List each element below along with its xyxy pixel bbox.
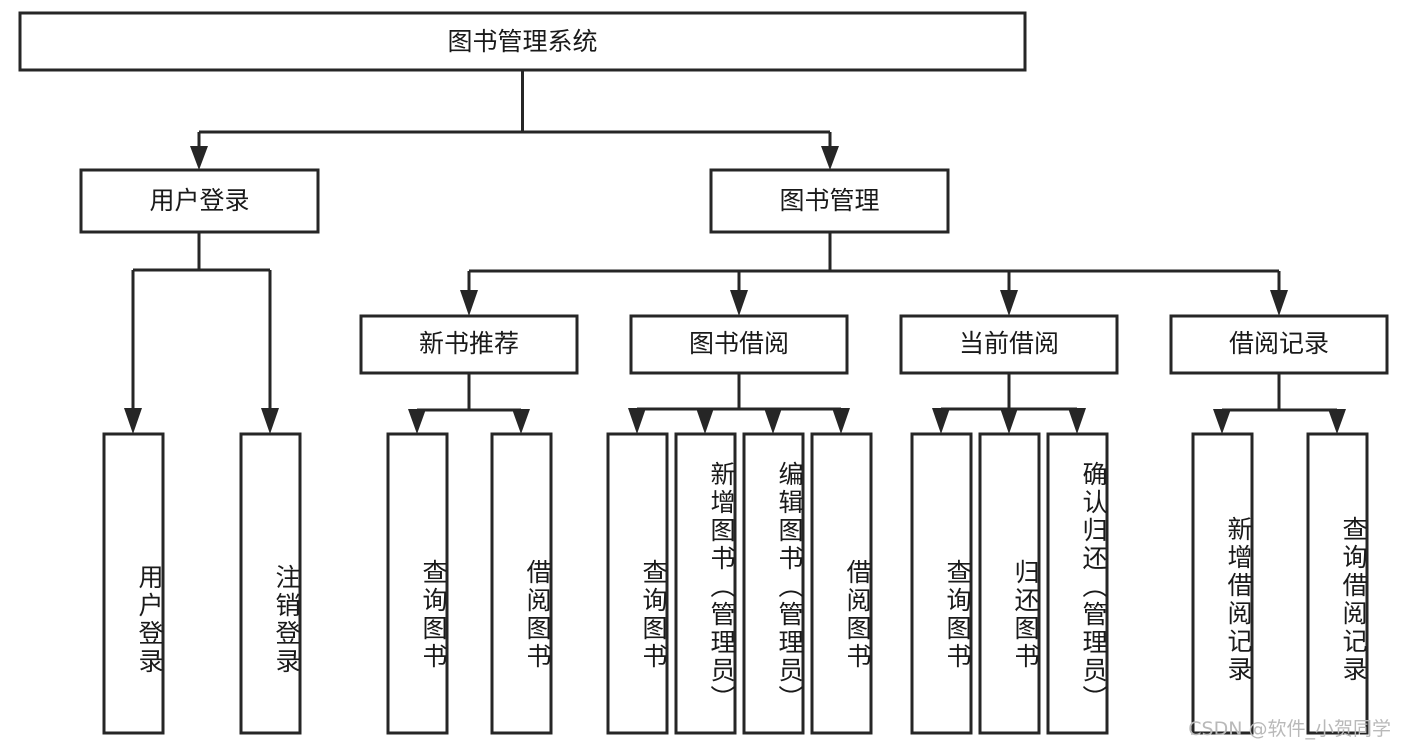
node-book-borrow-label: 图书借阅 <box>689 329 789 358</box>
node-leaf-logout[interactable] <box>239 432 302 735</box>
node-book-management[interactable] <box>709 168 950 234</box>
node-leaf-confirm-return[interactable] <box>1046 432 1109 735</box>
node-leaf-query-record[interactable] <box>1306 432 1369 735</box>
arrow-record-leaf-1 <box>1213 409 1231 434</box>
arrow-books-child-4 <box>1270 290 1288 316</box>
node-user-login-label: 用户登录 <box>149 186 249 215</box>
node-root-system[interactable] <box>18 11 1027 72</box>
nodes-layer: 图书管理系统 用户登录 图书管理 新书推荐 图书借阅 当前借阅 借阅记录 <box>18 11 1389 735</box>
node-user-login[interactable] <box>79 168 320 234</box>
arrow-borrow-leaf-3 <box>764 408 782 434</box>
node-new-book-recommend[interactable] <box>359 314 579 375</box>
node-leaf-borrow-book-2[interactable] <box>810 432 873 735</box>
arrow-newbook-leaf-1 <box>408 409 426 434</box>
node-leaf-query-book-3[interactable] <box>910 432 973 735</box>
node-leaf-add-book[interactable] <box>674 432 737 735</box>
node-book-management-label: 图书管理 <box>779 186 879 215</box>
arrow-borrow-leaf-2 <box>696 408 714 434</box>
arrow-books-child-2 <box>730 290 748 316</box>
arrow-books-child-3 <box>1000 290 1018 316</box>
node-leaf-query-book-2[interactable] <box>606 432 669 735</box>
node-current-borrow-label: 当前借阅 <box>959 329 1059 358</box>
arrow-root-to-user <box>190 146 208 170</box>
node-book-borrow[interactable] <box>629 314 849 375</box>
node-borrow-record-label: 借阅记录 <box>1229 329 1329 358</box>
arrow-books-child-1 <box>460 290 478 316</box>
arrow-current-leaf-2 <box>1000 408 1018 434</box>
node-leaf-add-record[interactable] <box>1191 432 1254 735</box>
node-current-borrow[interactable] <box>899 314 1119 375</box>
node-leaf-user-login[interactable] <box>102 432 165 735</box>
arrow-record-leaf-2 <box>1328 409 1346 434</box>
arrow-user-leaf-1 <box>124 408 142 434</box>
arrow-borrow-leaf-1 <box>628 408 646 434</box>
arrow-current-leaf-1 <box>932 408 950 434</box>
arrow-root-to-books <box>821 146 839 170</box>
node-borrow-record[interactable] <box>1169 314 1389 375</box>
arrow-current-leaf-3 <box>1068 408 1086 434</box>
node-leaf-return-book[interactable] <box>978 432 1041 735</box>
node-leaf-query-book-1[interactable] <box>386 432 449 735</box>
node-new-book-recommend-label: 新书推荐 <box>419 329 519 358</box>
node-leaf-borrow-book-1[interactable] <box>490 432 553 735</box>
arrow-newbook-leaf-2 <box>512 409 530 434</box>
arrow-user-leaf-2 <box>261 408 279 434</box>
node-root-system-label: 图书管理系统 <box>447 27 597 56</box>
arrow-borrow-leaf-4 <box>832 408 850 434</box>
node-leaf-edit-book[interactable] <box>742 432 805 735</box>
edges-layer <box>124 70 1346 434</box>
